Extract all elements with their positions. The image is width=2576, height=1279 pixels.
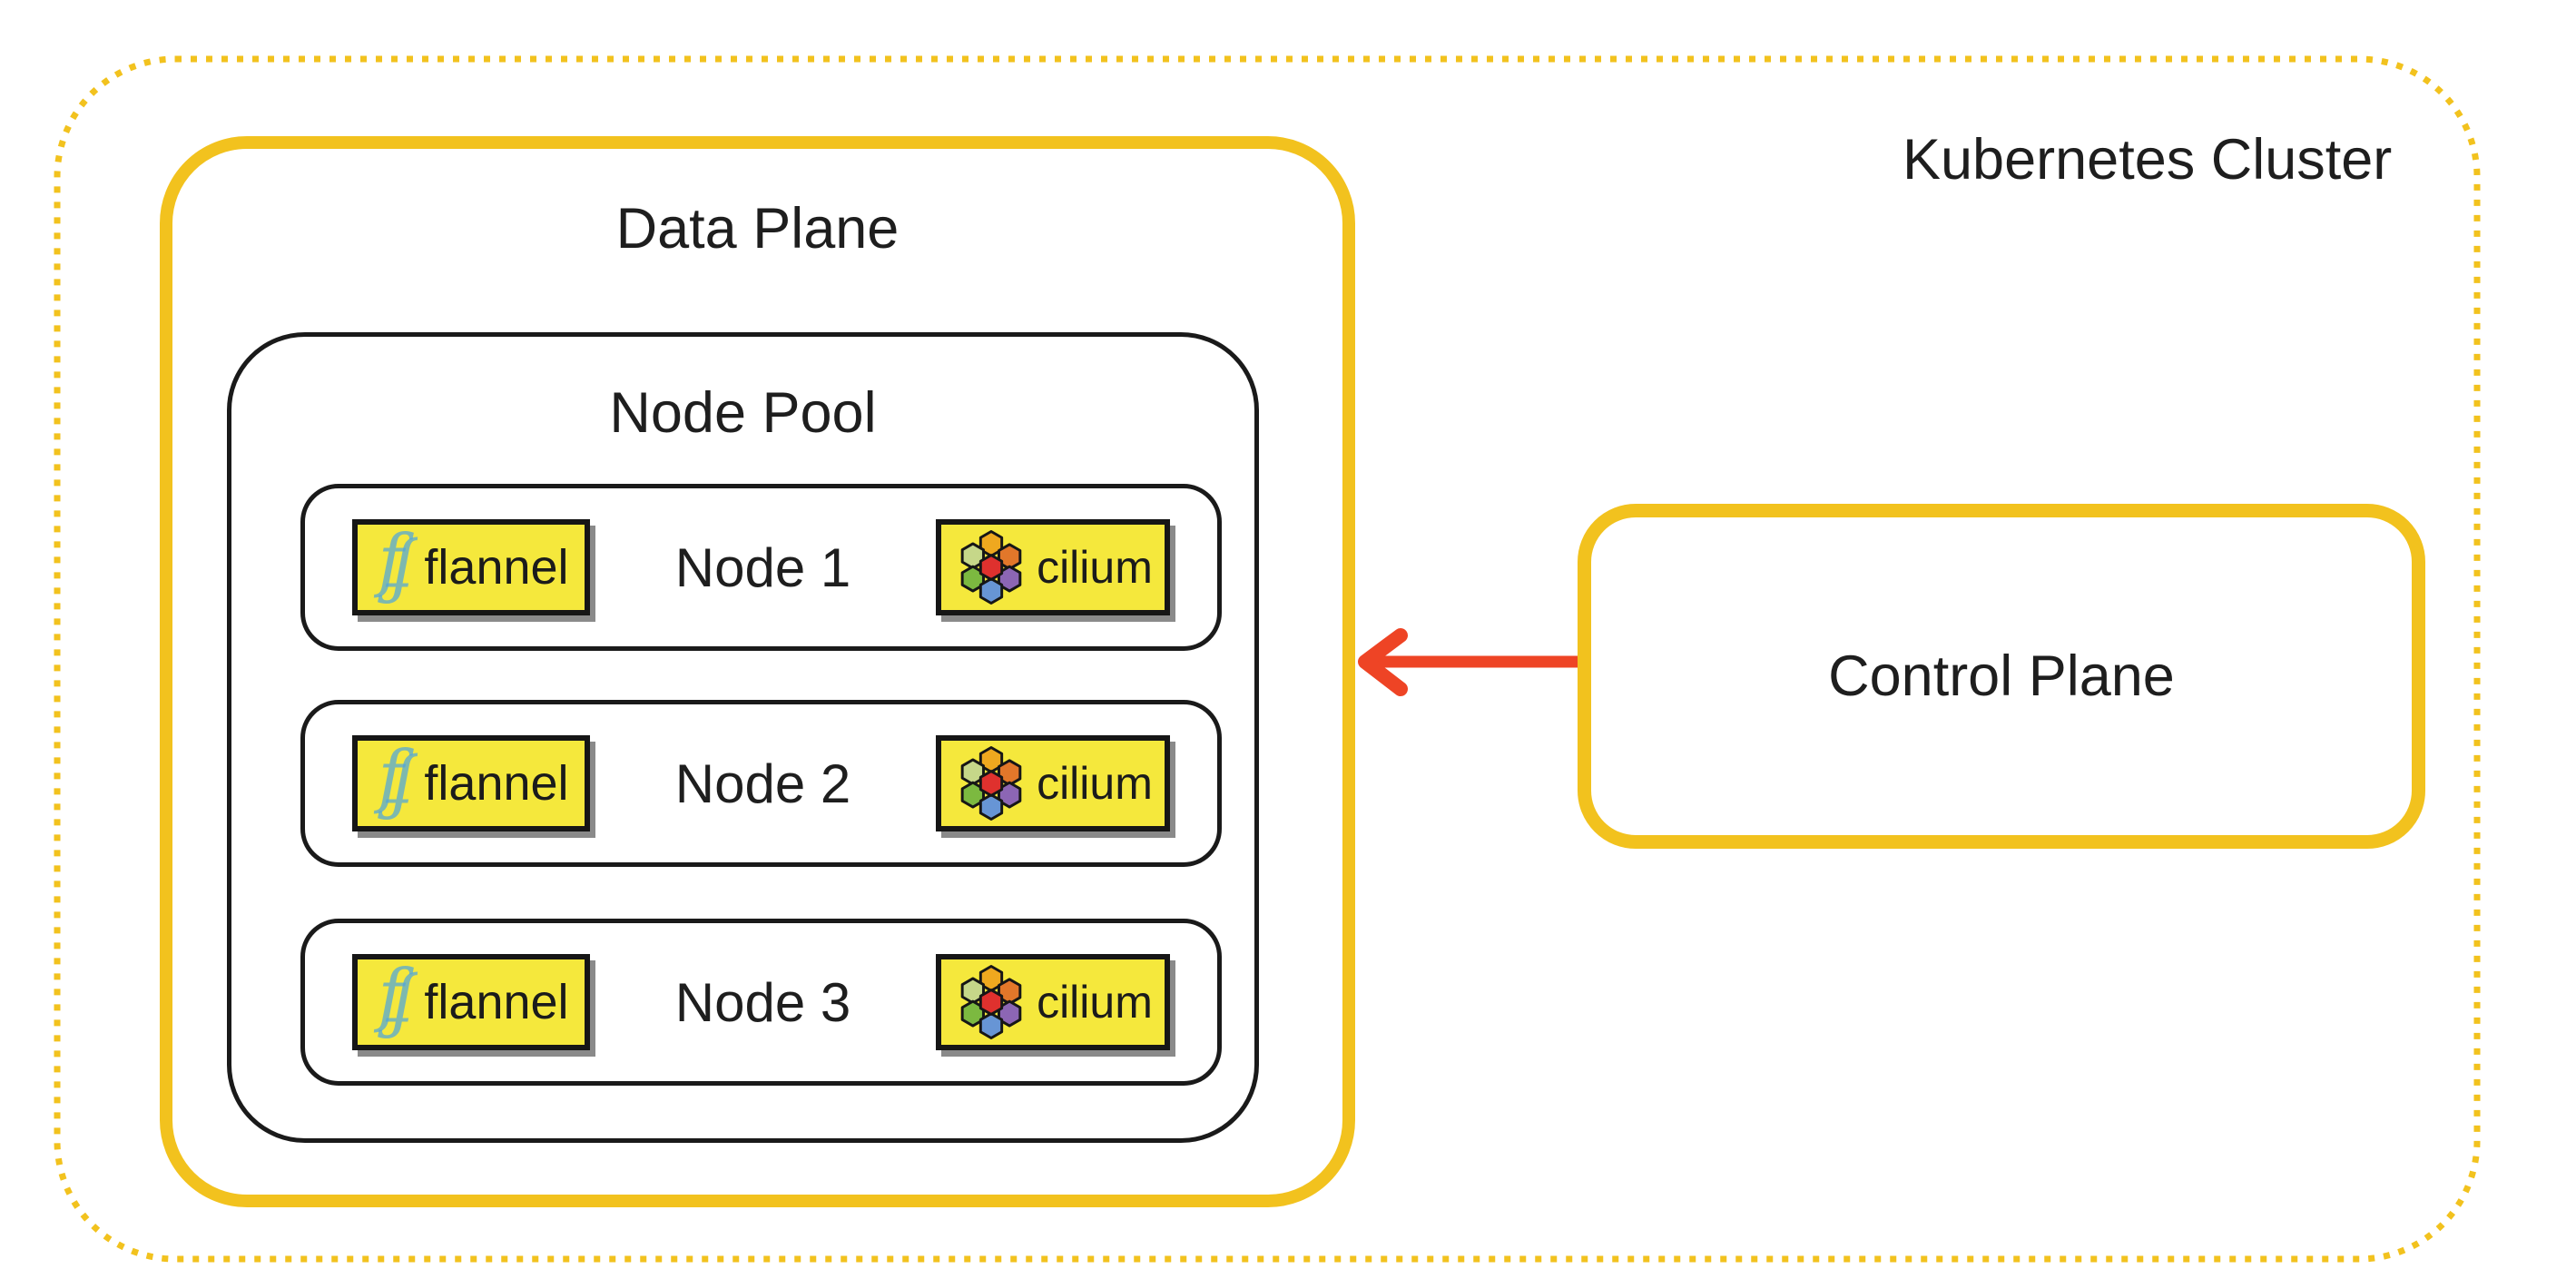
node-label: Node 1 — [674, 536, 851, 598]
flannel-badge: f f flannel — [352, 519, 590, 615]
flannel-label: flannel — [424, 975, 569, 1029]
cilium-label: cilium — [1037, 977, 1153, 1028]
cilium-icon — [960, 530, 1022, 605]
node-label: Node 3 — [674, 971, 851, 1033]
node-pool-label: Node Pool — [609, 381, 877, 445]
control-plane-label: Control Plane — [1828, 644, 2175, 708]
cilium-icon — [960, 746, 1022, 821]
cilium-badge: cilium — [935, 519, 1170, 615]
flannel-badge: f f flannel — [352, 735, 590, 831]
cilium-badge: cilium — [935, 735, 1170, 831]
arrowhead-left-icon — [1358, 628, 1408, 696]
flannel-label: flannel — [424, 540, 569, 595]
node-row: f f flannel Node 3 cilium — [300, 919, 1222, 1086]
node-row: f f flannel Node 1 cilium — [300, 484, 1222, 651]
cluster-title: Kubernetes Cluster — [1903, 128, 2393, 192]
cilium-badge: cilium — [935, 954, 1170, 1050]
cilium-label: cilium — [1037, 758, 1153, 809]
data-plane-label: Data Plane — [615, 197, 900, 261]
flannel-label: flannel — [424, 756, 569, 811]
node-row: f f flannel Node 2 cilium — [300, 700, 1222, 867]
node-label: Node 2 — [674, 753, 851, 814]
control-plane-box: Control Plane — [1578, 504, 2425, 849]
flannel-icon: f f — [374, 526, 418, 609]
flannel-badge: f f flannel — [352, 954, 590, 1050]
arrow-control-to-data — [1358, 628, 1579, 696]
flannel-icon: f f — [374, 960, 418, 1044]
cilium-icon — [960, 965, 1022, 1039]
flannel-icon: f f — [374, 742, 418, 825]
cilium-label: cilium — [1037, 542, 1153, 593]
